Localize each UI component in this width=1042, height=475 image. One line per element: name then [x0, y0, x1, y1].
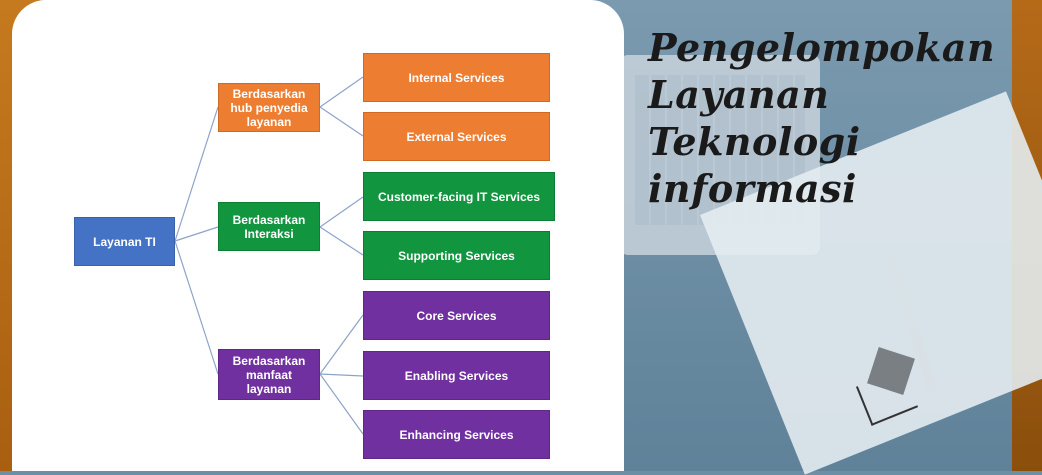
connector-group-3-child-1 [319, 314, 364, 375]
connector-group-3-child-3 [319, 373, 364, 435]
connector-group-1-child-1 [319, 76, 364, 108]
title-line-3: informasi [648, 166, 857, 211]
node-enhancing-services: Enhancing Services [363, 410, 550, 459]
title-line-1: Pengelompokan [648, 25, 996, 70]
node-core-services: Core Services [363, 291, 550, 340]
node-root: Layanan TI [74, 217, 175, 266]
connector-root-to-group-1 [174, 106, 219, 242]
node-supporting-services: Supporting Services [363, 231, 550, 280]
connector-root-to-group-2 [174, 226, 219, 242]
title-line-2: Layanan Teknologi [648, 72, 861, 164]
connector-root-to-group-3 [174, 240, 219, 375]
node-group-2: Berdasarkan Interaksi [218, 202, 320, 251]
connector-group-3-child-2 [319, 373, 364, 377]
connector-group-1-child-2 [319, 106, 364, 137]
node-group-1: Berdasarkan hub penyedia layanan [218, 83, 320, 132]
node-enabling-services: Enabling Services [363, 351, 550, 400]
node-internal-services: Internal Services [363, 53, 550, 102]
connector-group-2-child-2 [319, 226, 364, 256]
slide-title: Pengelompokan Layanan Teknologi informas… [648, 24, 1038, 212]
node-customer-facing-services: Customer-facing IT Services [363, 172, 555, 221]
connector-group-2-child-1 [319, 196, 364, 228]
node-external-services: External Services [363, 112, 550, 161]
node-group-3: Berdasarkan manfaat layanan [218, 349, 320, 400]
